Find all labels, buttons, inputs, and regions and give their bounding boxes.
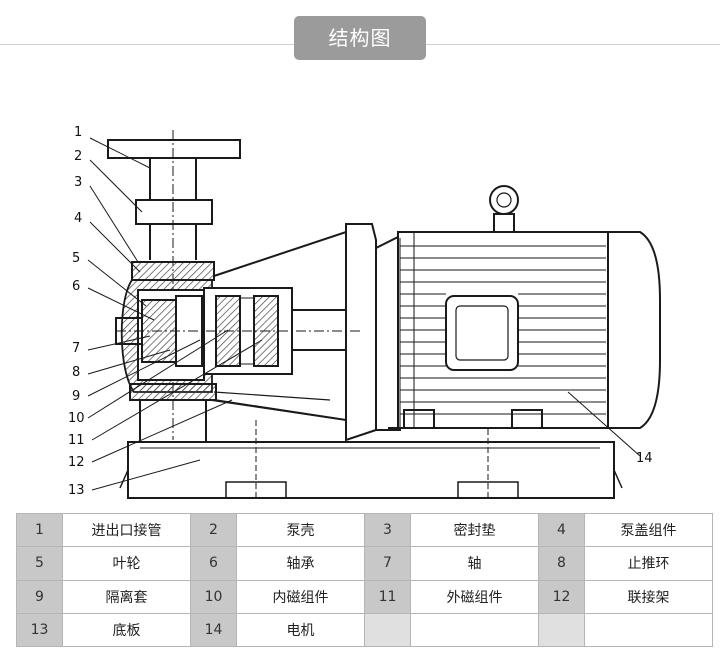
pump-structure-diagram: 1 2 3 4 5 6 7 8 9 10 11 12 13 14 — [68, 125, 661, 499]
part-name: 内磁组件 — [236, 579, 365, 614]
callout-12: 12 — [68, 455, 85, 470]
callout-1: 1 — [74, 125, 82, 140]
table-row: 13 底板 14 电机 — [16, 612, 713, 648]
motor — [375, 185, 661, 431]
callout-13: 13 — [68, 483, 85, 498]
part-name: 泵盖组件 — [584, 512, 713, 548]
callout-labels: 1 2 3 4 5 6 7 8 9 10 11 12 13 14 — [68, 125, 653, 498]
table-row: 9 隔离套 10 内磁组件 11 外磁组件 12 联接架 — [16, 579, 713, 614]
part-number: 11 — [364, 579, 411, 614]
part-number: 12 — [538, 579, 585, 614]
callout-4: 4 — [74, 211, 82, 226]
callout-7: 7 — [72, 341, 80, 356]
callout-8: 8 — [72, 365, 80, 380]
base-plate — [119, 420, 623, 499]
part-name: 叶轮 — [62, 546, 191, 581]
callout-9: 9 — [72, 389, 80, 404]
part-name: 进出口接管 — [62, 512, 191, 548]
empty-cell — [538, 612, 585, 648]
callout-11: 11 — [68, 433, 85, 448]
magnetic-coupling — [116, 287, 360, 375]
part-name: 隔离套 — [62, 579, 191, 614]
part-number: 10 — [190, 579, 237, 614]
part-name: 止推环 — [584, 546, 713, 581]
empty-cell — [584, 612, 713, 648]
part-name: 底板 — [62, 612, 191, 648]
part-name: 外磁组件 — [410, 579, 539, 614]
part-name: 泵壳 — [236, 512, 365, 548]
part-number: 3 — [364, 512, 411, 548]
empty-cell — [364, 612, 411, 648]
callout-3: 3 — [74, 175, 82, 190]
motor-fins — [399, 232, 606, 428]
callout-6: 6 — [72, 279, 80, 294]
part-name: 电机 — [236, 612, 365, 648]
part-number: 13 — [16, 612, 63, 648]
part-number: 7 — [364, 546, 411, 581]
part-number: 8 — [538, 546, 585, 581]
callout-14: 14 — [636, 451, 653, 466]
section-title: 结构图 — [294, 16, 426, 60]
part-name: 联接架 — [584, 579, 713, 614]
part-number: 2 — [190, 512, 237, 548]
parts-table: 1 进出口接管 2 泵壳 3 密封垫 4 泵盖组件 5 叶轮 6 轴承 7 轴 … — [16, 512, 713, 648]
table-row: 5 叶轮 6 轴承 7 轴 8 止推环 — [16, 546, 713, 581]
pump-casing — [115, 261, 217, 442]
part-name: 轴承 — [236, 546, 365, 581]
part-number: 1 — [16, 512, 63, 548]
table-row: 1 进出口接管 2 泵壳 3 密封垫 4 泵盖组件 — [16, 512, 713, 548]
empty-cell — [410, 612, 539, 648]
part-number: 5 — [16, 546, 63, 581]
part-number: 14 — [190, 612, 237, 648]
part-number: 6 — [190, 546, 237, 581]
coupling-frame — [209, 223, 377, 442]
callout-5: 5 — [72, 251, 80, 266]
callout-2: 2 — [74, 149, 82, 164]
leader-lines — [87, 137, 641, 491]
callout-10: 10 — [68, 411, 85, 426]
part-number: 9 — [16, 579, 63, 614]
part-name: 轴 — [410, 546, 539, 581]
part-number: 4 — [538, 512, 585, 548]
part-name: 密封垫 — [410, 512, 539, 548]
